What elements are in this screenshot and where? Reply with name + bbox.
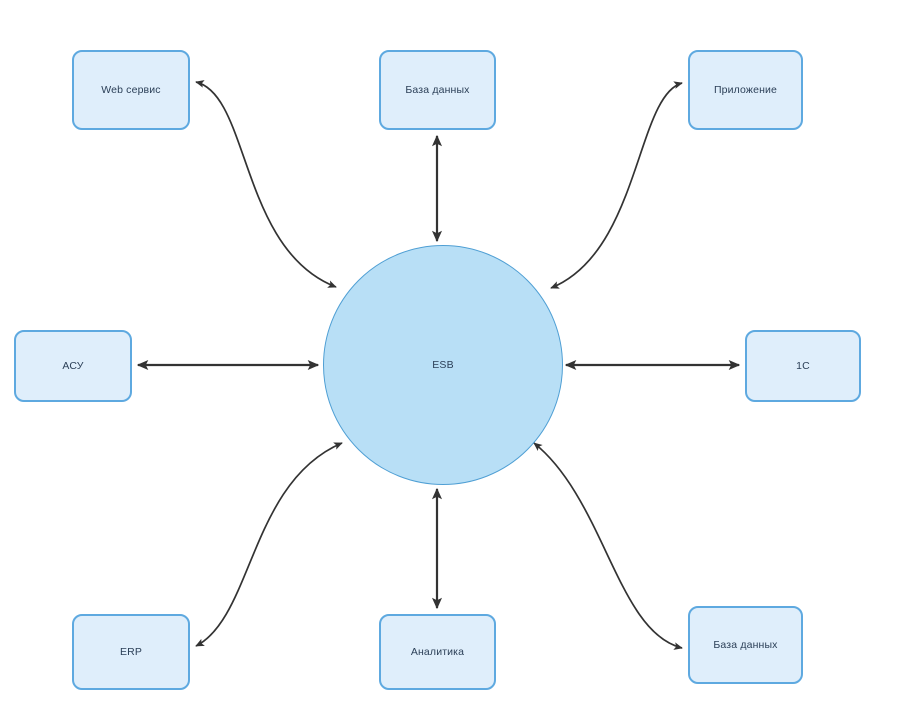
edge-esb-prilozhenie	[550, 81, 683, 289]
node-label-web-servis: Web сервис	[101, 83, 161, 96]
node-1c[interactable]: 1С	[745, 330, 861, 402]
edge-esb-baza-dannyh-bot	[533, 442, 683, 650]
node-label-baza-dannyh-bot: База данных	[713, 638, 778, 651]
node-erp[interactable]: ERP	[72, 614, 190, 690]
node-web-servis[interactable]: Web сервис	[72, 50, 190, 130]
node-baza-dannyh-bot[interactable]: База данных	[688, 606, 803, 684]
node-label-esb: ESB	[432, 358, 454, 371]
node-label-baza-dannyh-top: База данных	[405, 83, 470, 96]
node-baza-dannyh-top[interactable]: База данных	[379, 50, 496, 130]
node-analitika[interactable]: Аналитика	[379, 614, 496, 690]
edge-esb-web-servis	[195, 80, 337, 288]
node-asu[interactable]: АСУ	[14, 330, 132, 402]
node-label-prilozhenie: Приложение	[713, 83, 778, 96]
node-label-erp: ERP	[119, 645, 143, 658]
node-prilozhenie[interactable]: Приложение	[688, 50, 803, 130]
node-label-analitika: Аналитика	[410, 645, 465, 658]
node-esb-hub[interactable]: ESB	[323, 245, 563, 485]
node-label-asu: АСУ	[62, 359, 84, 372]
node-label-1c: 1С	[796, 359, 810, 372]
edge-esb-erp	[195, 442, 343, 647]
